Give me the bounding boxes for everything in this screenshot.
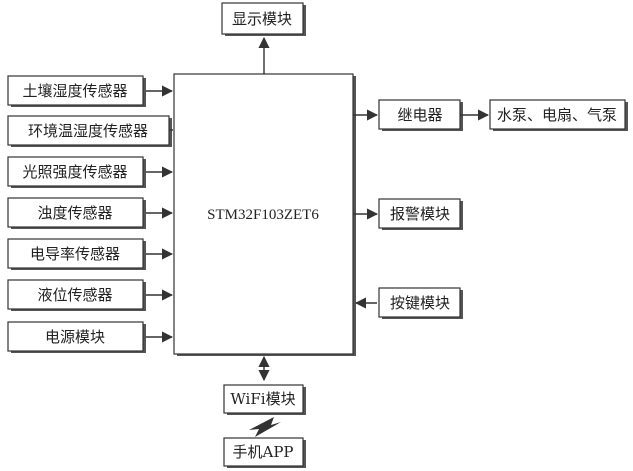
alarm-box: 报警模块: [378, 198, 463, 230]
mcu-label: STM32F103ZET6: [207, 207, 319, 223]
actuators-box: 水泵、电扇、气泵: [489, 99, 628, 131]
mcu-block: STM32F103ZET6: [173, 73, 356, 356]
phone-app-label: 手机APP: [232, 443, 293, 461]
sensor-box: 环境温湿度传感器: [7, 115, 172, 147]
relay-label: 继电器: [397, 106, 442, 124]
keys-box: 按键模块: [378, 287, 463, 319]
sensor-box: 土壤湿度传感器: [7, 75, 146, 107]
sensor-label: 浊度传感器: [37, 204, 112, 222]
wireless-link-icon: [249, 417, 281, 437]
power-module-label: 电源模块: [45, 328, 105, 346]
actuators-label: 水泵、电扇、气泵: [497, 106, 617, 124]
sensor-label: 液位传感器: [37, 286, 112, 304]
sensor-box: 浊度传感器: [7, 197, 146, 229]
sensor-label: 光照强度传感器: [22, 163, 127, 181]
wifi-module-box: WiFi模块: [223, 384, 306, 415]
sensor-label: 土壤湿度传感器: [22, 82, 127, 100]
sensor-label: 环境温湿度传感器: [28, 122, 148, 140]
sensor-box: 电导率传感器: [7, 238, 146, 270]
wifi-module-label: WiFi模块: [230, 390, 295, 408]
display-module: 显示模块: [221, 2, 306, 36]
keys-label: 按键模块: [390, 294, 450, 312]
display-module-label: 显示模块: [232, 10, 292, 28]
relay-box: 继电器: [378, 99, 463, 131]
sensor-box: 光照强度传感器: [7, 156, 146, 188]
sensor-box: 液位传感器: [7, 279, 146, 311]
sensor-label: 电导率传感器: [30, 245, 120, 263]
power-module-box: 电源模块: [7, 321, 146, 353]
alarm-label: 报警模块: [390, 205, 450, 223]
phone-app-box: 手机APP: [223, 437, 306, 468]
